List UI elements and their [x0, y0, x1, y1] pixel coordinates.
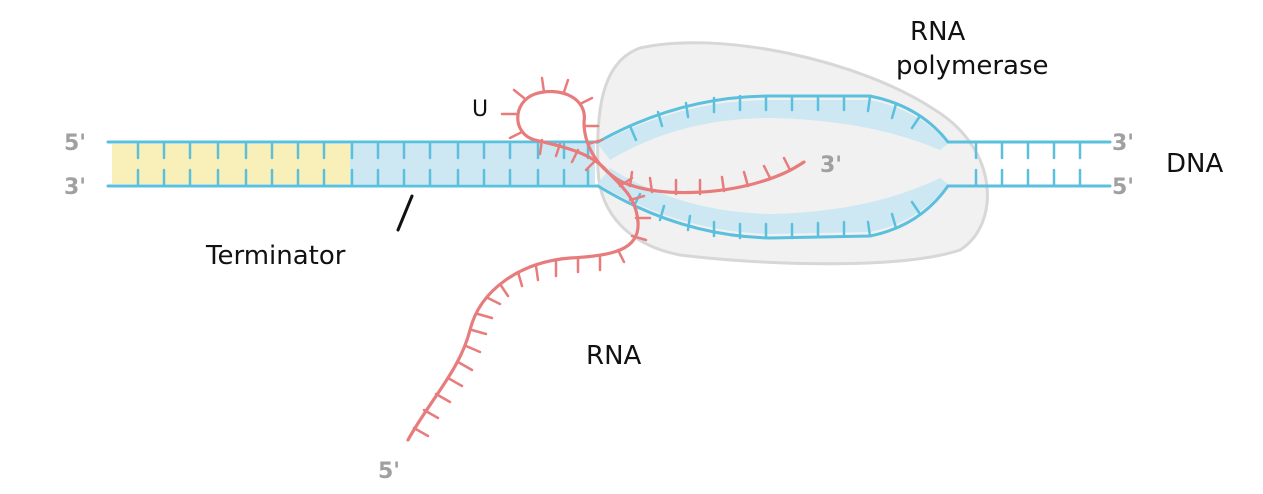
rna-base-ticks	[412, 76, 792, 438]
dna-top-right-end-label: 3'	[1112, 131, 1134, 156]
hairpin-u-label: U	[472, 97, 488, 122]
transcription-bubble-fill-top	[598, 100, 948, 160]
dna-bottom-right-end-label: 5'	[1112, 175, 1134, 200]
dna-bottom-left-end-label: 3'	[64, 175, 86, 200]
terminator-pointer-line	[396, 194, 414, 232]
rna-polymerase-label-line2: polymerase	[896, 51, 1049, 81]
dna-label: DNA	[1166, 149, 1223, 179]
rna-polymerase-label-line1: RNA	[910, 17, 966, 47]
transcription-bubble-fill-bottom	[598, 168, 948, 234]
terminator-label: Terminator	[205, 241, 346, 271]
rna-5prime-end-label: 5'	[378, 459, 400, 484]
dna-duplex-fill-left	[350, 144, 595, 184]
dna-base-ticks	[136, 94, 1082, 240]
dna-top-left-end-label: 5'	[64, 131, 86, 156]
rna-3prime-end-label: 3'	[820, 153, 842, 178]
rna-strand	[406, 89, 806, 442]
terminator-highlight	[112, 144, 350, 184]
rna-label: RNA	[586, 341, 642, 371]
